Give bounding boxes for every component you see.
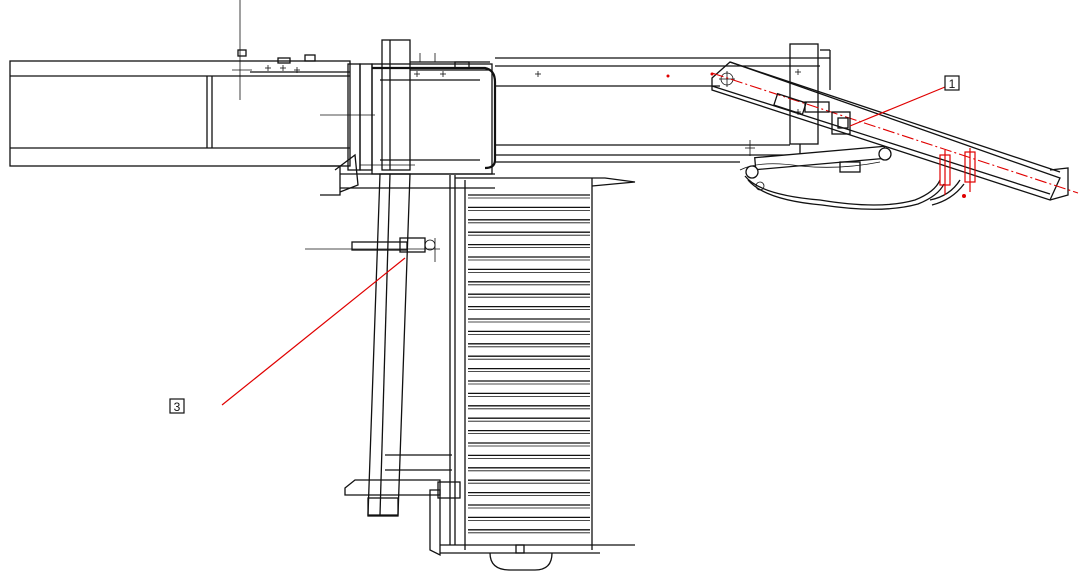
support-frame xyxy=(429,175,636,571)
hydraulic-cylinder xyxy=(739,145,965,210)
callout-1-box xyxy=(944,75,960,91)
left-boom-section xyxy=(9,0,375,167)
callout-3-label: 3 xyxy=(174,400,181,414)
valve-fittings xyxy=(939,148,976,198)
vertical-mast xyxy=(305,173,461,517)
central-housing xyxy=(320,39,497,196)
callout-1: 1 xyxy=(849,75,960,127)
slatted-body xyxy=(468,194,590,534)
callout-1-label: 1 xyxy=(949,77,956,91)
callout-3-box xyxy=(169,398,185,414)
callout-3: 3 xyxy=(169,257,406,414)
right-boom xyxy=(495,43,831,163)
inclined-extension-arm xyxy=(711,61,1079,201)
